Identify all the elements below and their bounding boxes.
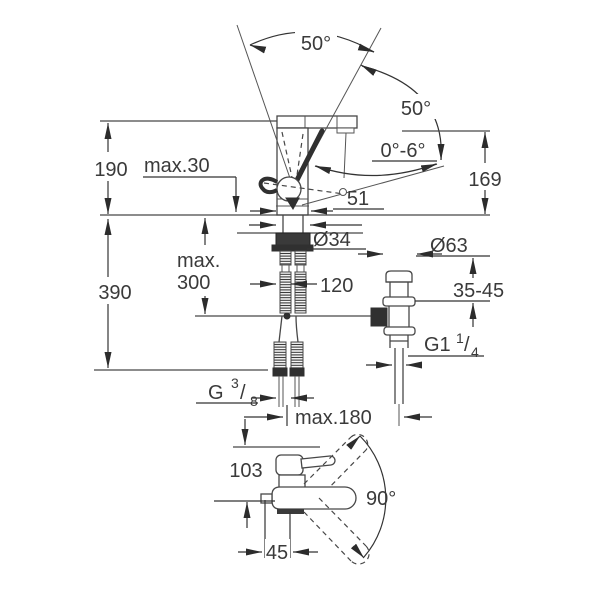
front-view-linework [94,24,490,407]
lever-hook-tip [258,176,279,195]
label-top-view-depth: 103 [229,460,262,482]
label-reach: 51 [347,188,369,210]
lever-ball-joint [276,176,302,202]
label-rod-max-1: max. [177,250,220,272]
label-max-deck: max.30 [144,155,210,177]
label-dia-hole: Ø34 [313,229,351,251]
label-angle-swivel: 90° [366,488,396,510]
label-dia-drain: Ø63 [430,235,468,257]
supply-hose-right [294,271,307,314]
mounting-nut [275,232,311,246]
top-down-view [233,433,387,565]
hose-connector-right [289,367,305,377]
spout-top-view [271,486,357,510]
handle-centerline-left [236,24,293,185]
spout-stub [260,493,273,504]
lever-top-view [300,455,336,469]
lever-handle [293,128,325,185]
body-top-view [278,474,306,489]
drain-assembly [370,270,416,426]
label-offset-body: 45 [266,542,288,564]
label-height-total: 390 [98,282,131,304]
label-height-spout-top: 190 [94,159,127,181]
spout-top-plate [276,115,358,129]
rod-actuator-block [370,307,388,327]
hose-connector-left [272,367,288,377]
drain-plug-cap [385,270,413,283]
supply-hose-left [279,271,292,314]
handle-top-view [275,454,304,476]
label-angle-handle-side: 50° [401,98,431,120]
arc-90-swivel [359,435,387,558]
aerator-outlet [336,127,355,134]
drain-flange-upper [382,296,416,307]
label-basin-range: 35-45 [453,280,504,302]
label-thread-drain: G1 1 / 4 [424,330,479,360]
stream-reference-line [343,132,347,179]
label-angle-spout: 0°-6° [381,140,426,162]
label-height-outlet: 169 [468,169,501,191]
dimension-lines [104,123,490,560]
dimension-labels: 50° 50° 0°-6° 190 max.30 169 51 Ø34 Ø63 … [94,33,504,564]
label-angle-handle-top: 50° [301,33,331,55]
label-hose-dim: 120 [320,275,353,297]
label-rod-max-2: 300 [177,272,210,294]
base-shadow [277,509,304,514]
label-thread-supply: G 3 / 8 [208,375,258,409]
label-max-offset: max.180 [295,407,372,429]
lever-swing-projection [301,165,445,206]
mounting-washer [271,244,314,252]
drain-flange-lower [383,326,416,336]
